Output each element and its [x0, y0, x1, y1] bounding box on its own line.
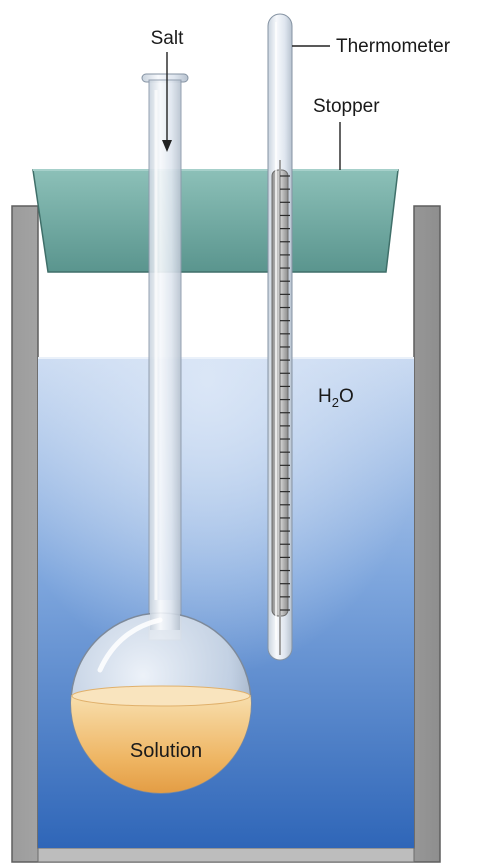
water [38, 357, 414, 848]
water-label: H2O [318, 386, 354, 410]
salt-callout: Salt [151, 28, 184, 152]
flask [70, 73, 252, 794]
thermometer-label: Thermometer [336, 36, 451, 57]
salt-label: Salt [151, 28, 184, 49]
thermometer-scale [280, 175, 290, 611]
solution-label: Solution [130, 740, 202, 762]
thermometer [267, 13, 293, 661]
salt-arrow-head [162, 140, 172, 152]
stopper [32, 169, 399, 273]
thermometer-callout: Thermometer [292, 36, 451, 57]
stopper-label: Stopper [313, 96, 380, 117]
stopper-callout: Stopper [313, 96, 380, 170]
